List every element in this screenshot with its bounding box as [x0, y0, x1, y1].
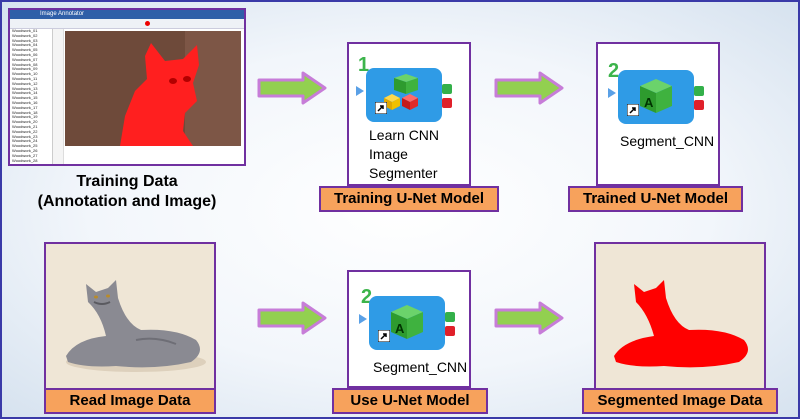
shortcut-arrow-icon	[627, 104, 639, 116]
segment-cnn-icon-letter: A	[395, 321, 405, 336]
use-segment-node-frame: 2 A Segment_CNN	[347, 270, 471, 388]
annotator-list-item[interactable]: Woodwork_01	[12, 29, 38, 33]
learn-cnn-line2: Image	[369, 146, 408, 162]
annotator-toolbar	[10, 19, 244, 29]
shortcut-arrow-icon	[375, 102, 387, 114]
annotator-list-item[interactable]: Woodwork_13	[12, 85, 38, 91]
arrow-right-3	[257, 301, 327, 335]
training-unet-label: Training U-Net Model	[319, 186, 499, 212]
segment-cnn-node-icon[interactable]: A	[606, 66, 706, 128]
use-segment-node-label: Segment_CNN	[373, 359, 468, 375]
annotator-list-item[interactable]: Woodwork_21	[12, 123, 38, 129]
learn-cnn-line3: Segmenter	[369, 165, 438, 181]
arrow-right-2	[494, 71, 564, 105]
learn-cnn-node-icon[interactable]	[354, 64, 454, 126]
annotator-list-item[interactable]: Woodwork_27	[12, 152, 38, 158]
annotator-list-item[interactable]: Woodwork_09	[12, 66, 38, 72]
annotator-list-item[interactable]: Woodwork_16	[12, 99, 38, 105]
annotator-list-item[interactable]: Woodwork_02	[12, 32, 38, 38]
annotator-list-item[interactable]: Woodwork_12	[12, 80, 38, 86]
annotator-list-item[interactable]: Woodwork_25	[12, 143, 38, 149]
segment-cnn-icon-letter: A	[644, 95, 654, 110]
annotator-list-item[interactable]: Woodwork_05	[12, 47, 38, 53]
node-number: 2	[361, 286, 373, 308]
segmented-cat-image	[596, 244, 764, 388]
learn-cnn-node-label: Learn CNN Image Segmenter	[369, 126, 439, 183]
annotator-title: Image Annotator	[40, 11, 85, 17]
annotator-list-item[interactable]: Woodwork_03	[12, 37, 38, 43]
trained-segment-node-label: Segment_CNN	[620, 133, 715, 149]
annotator-list-item[interactable]: Woodwork_06	[12, 51, 38, 57]
learn-cnn-line1: Learn CNN	[369, 127, 440, 143]
annotator-list-item[interactable]: Woodwork_23	[12, 133, 38, 139]
training-data-caption: Training Data (Annotation and Image)	[8, 172, 246, 212]
annotator-list-item[interactable]: Woodwork_26	[12, 147, 38, 153]
annotator-list-item[interactable]: Woodwork_24	[12, 138, 38, 144]
annotator-titlebar: Image Annotator	[10, 10, 244, 19]
annotator-list-item[interactable]: Woodwork_07	[12, 56, 38, 62]
segment-cnn-node-icon[interactable]: A	[357, 292, 457, 354]
node-number: 2	[608, 60, 620, 82]
trained-segment-node-frame: 2 A Segment_CNN	[596, 42, 720, 186]
node-number: 1	[358, 54, 370, 76]
annotator-list-item[interactable]: Woodwork_08	[12, 61, 38, 67]
training-data-subtitle: (Annotation and Image)	[37, 193, 217, 210]
arrow-right-1	[257, 71, 327, 105]
segmented-image-frame	[594, 242, 766, 390]
use-unet-label: Use U-Net Model	[332, 388, 488, 414]
read-image-frame	[44, 242, 216, 390]
annotator-list-item[interactable]: Woodwork_19	[12, 114, 38, 120]
annotator-list-item[interactable]: Woodwork_20	[12, 119, 38, 125]
segmented-image-label: Segmented Image Data	[582, 388, 778, 414]
learn-cnn-node-frame: 1 Learn CNN Image Segmenter	[347, 42, 471, 186]
annotator-list-item[interactable]: Woodwork_11	[12, 75, 38, 81]
training-data-title: Training Data	[76, 173, 178, 190]
read-image-label: Read Image Data	[44, 388, 216, 414]
annotator-list-item[interactable]: Woodwork_17	[12, 104, 38, 110]
annotator-tool-strip	[53, 29, 64, 164]
annotator-list-item[interactable]: Woodwork_10	[12, 71, 38, 77]
annotator-list-item[interactable]: Woodwork_14	[12, 90, 38, 96]
arrow-right-4	[494, 301, 564, 335]
annotator-list-item[interactable]: Woodwork_22	[12, 128, 38, 134]
annotator-list-item[interactable]: Woodwork_18	[12, 109, 38, 115]
annotator-list-item[interactable]: Woodwork_15	[12, 95, 38, 101]
annotator-list-item[interactable]: Woodwork_28	[12, 157, 38, 163]
shortcut-arrow-icon	[378, 330, 390, 342]
annotator-cat-image	[65, 31, 241, 146]
cat-photo	[46, 244, 214, 388]
annotator-list-item[interactable]: Woodwork_04	[12, 42, 38, 48]
trained-unet-label: Trained U-Net Model	[568, 186, 743, 212]
